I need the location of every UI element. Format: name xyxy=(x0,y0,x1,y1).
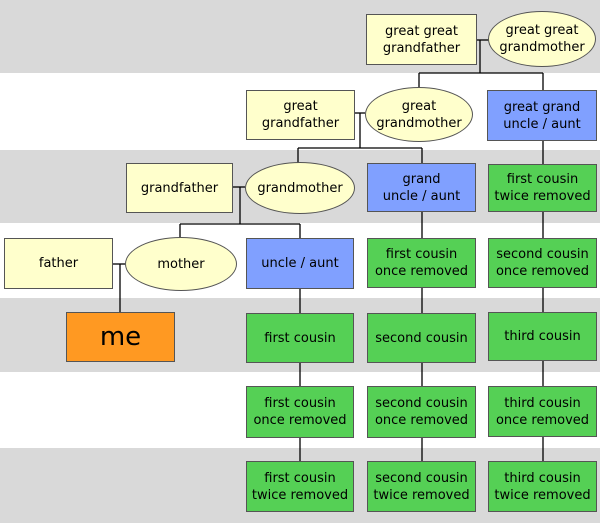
third-cousin-twice-removed-box: third cousin twice removed xyxy=(488,461,597,512)
first-cousin-box: first cousin xyxy=(246,313,354,363)
first-cousin-once-removed-box: first cousin once removed xyxy=(367,238,476,288)
great-grand-uncle-aunt-box: great grand uncle / aunt xyxy=(487,90,597,141)
father-box: father xyxy=(4,238,113,289)
me-box: me xyxy=(66,312,175,362)
third-cousin-box: third cousin xyxy=(488,312,597,361)
second-cousin-once-removed-box: second cousin once removed xyxy=(488,238,597,288)
grandfather-box: grandfather xyxy=(126,163,233,213)
great-great-grandmother-ellipse: great great grandmother xyxy=(488,11,596,67)
great-great-grandfather-box: great great grandfather xyxy=(366,14,477,65)
first-cousin-once-removed-box: first cousin once removed xyxy=(246,386,354,438)
grand-uncle-aunt-box: grand uncle / aunt xyxy=(367,163,476,212)
great-grandmother-ellipse: great grandmother xyxy=(365,87,473,142)
second-cousin-box: second cousin xyxy=(367,313,476,363)
great-grandfather-box: great grandfather xyxy=(246,90,355,140)
mother-ellipse: mother xyxy=(125,237,237,291)
grandmother-ellipse: grandmother xyxy=(245,162,355,214)
second-cousin-once-removed-box: second cousin once removed xyxy=(367,386,476,438)
first-cousin-twice-removed-box: first cousin twice removed xyxy=(488,164,597,212)
third-cousin-once-removed-box: third cousin once removed xyxy=(488,386,597,437)
uncle-aunt-box: uncle / aunt xyxy=(246,238,354,289)
second-cousin-twice-removed-box: second cousin twice removed xyxy=(367,461,476,512)
first-cousin-twice-removed-box: first cousin twice removed xyxy=(246,461,354,512)
